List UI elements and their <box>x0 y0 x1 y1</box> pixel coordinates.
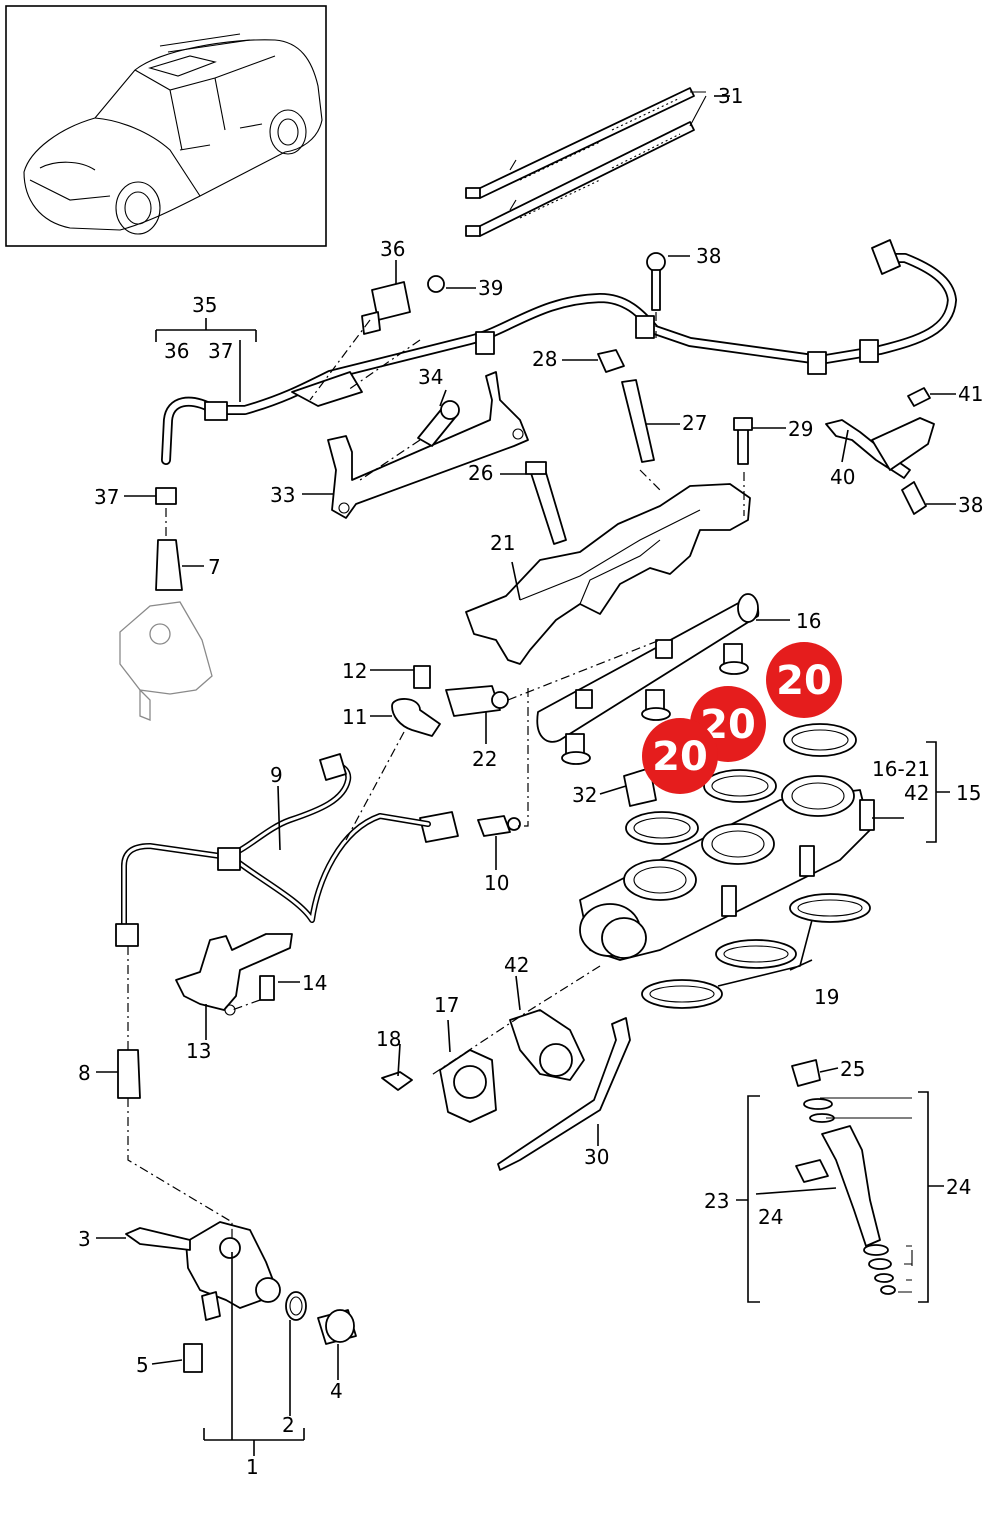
label-18: 18 <box>376 1027 401 1051</box>
label-29: 29 <box>788 417 813 441</box>
label-16-21: 16-21 <box>872 757 930 781</box>
label-10: 10 <box>484 871 509 895</box>
label-17: 17 <box>434 993 459 1017</box>
label-22: 22 <box>472 747 497 771</box>
label-1: 1 <box>246 1455 259 1479</box>
label-41: 41 <box>958 382 983 406</box>
highlight-badges: 20 20 20 <box>642 642 842 794</box>
rail-sensors <box>391 665 521 843</box>
bracket-13 <box>175 933 293 1016</box>
label-38-top: 38 <box>696 244 721 268</box>
intake-manifold-15 <box>579 723 875 1009</box>
leader-lines <box>96 95 956 1456</box>
label-24-right: 24 <box>946 1175 971 1199</box>
label-42-right: 42 <box>904 781 929 805</box>
label-36-top: 36 <box>380 237 405 261</box>
label-35: 35 <box>192 293 217 317</box>
label-33: 33 <box>270 483 295 507</box>
label-9: 9 <box>270 763 283 787</box>
label-24: 24 <box>758 1205 783 1229</box>
label-40: 40 <box>830 465 855 489</box>
fuel-rail-16 <box>536 593 760 765</box>
label-3: 3 <box>78 1227 91 1251</box>
label-14: 14 <box>302 971 327 995</box>
fasteners-top <box>525 349 753 545</box>
bracket-40 <box>646 252 935 515</box>
fuel-line-9 <box>115 753 431 947</box>
label-15: 15 <box>956 781 981 805</box>
label-7: 7 <box>208 555 221 579</box>
badge-20-left[interactable]: 20 <box>642 718 718 794</box>
injector-23 <box>791 1059 913 1295</box>
label-21: 21 <box>490 531 515 555</box>
label-25: 25 <box>840 1057 865 1081</box>
label-23: 23 <box>704 1189 729 1213</box>
label-32: 32 <box>572 783 597 807</box>
cable-ties-31 <box>465 87 707 237</box>
high-pressure-pump-1 <box>117 539 357 1373</box>
pressure-sensor-36 <box>361 275 445 335</box>
badge-20-right[interactable]: 20 <box>766 642 842 718</box>
label-31: 31 <box>718 84 743 108</box>
svg-text:20: 20 <box>652 734 708 780</box>
svg-text:20: 20 <box>776 658 832 704</box>
label-36: 36 <box>164 339 189 363</box>
label-4: 4 <box>330 1379 343 1403</box>
label-30: 30 <box>584 1145 609 1169</box>
rail-bracket-21 <box>465 483 751 665</box>
label-5: 5 <box>136 1353 149 1377</box>
label-19: 19 <box>814 985 839 1009</box>
label-11: 11 <box>342 705 367 729</box>
throttle-parts <box>381 1009 631 1171</box>
label-37-left: 37 <box>94 485 119 509</box>
label-13: 13 <box>186 1039 211 1063</box>
vacuum-hose-assembly <box>155 239 957 505</box>
label-39: 39 <box>478 276 503 300</box>
label-38-right: 38 <box>958 493 983 517</box>
label-34: 34 <box>418 365 443 389</box>
label-2: 2 <box>282 1413 295 1437</box>
label-8: 8 <box>78 1061 91 1085</box>
label-26: 26 <box>468 461 493 485</box>
bracket-33 <box>327 371 529 519</box>
label-27: 27 <box>682 411 707 435</box>
label-42: 42 <box>504 953 529 977</box>
label-16: 16 <box>796 609 821 633</box>
label-28: 28 <box>532 347 557 371</box>
label-12: 12 <box>342 659 367 683</box>
callout-labels: 31 38 36 39 35 36 37 28 34 41 27 29 26 4… <box>78 84 983 1479</box>
vehicle-thumbnail <box>5 5 327 247</box>
label-37: 37 <box>208 339 233 363</box>
